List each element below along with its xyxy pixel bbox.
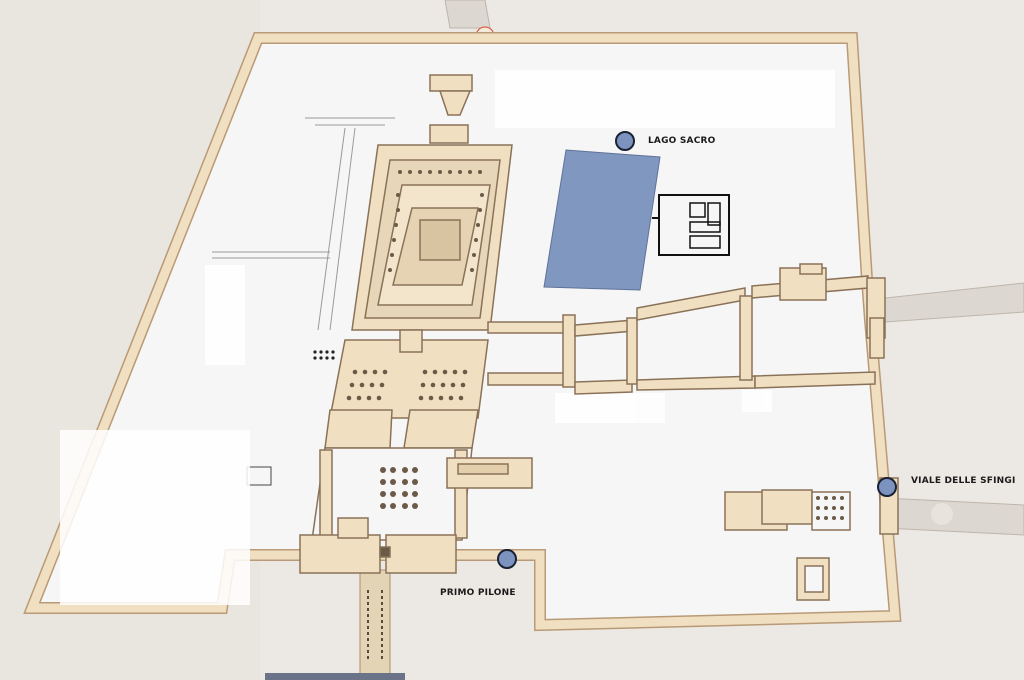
haze (60, 70, 835, 605)
primo-pilone-label: PRIMO PILONE (440, 588, 516, 598)
lago-sacro-label: LAGO SACRO (648, 136, 716, 146)
lake-building-plan (652, 194, 730, 256)
stone-markers (313, 350, 335, 360)
east-courts (487, 263, 886, 395)
south-dromos (265, 569, 405, 680)
main-temple (299, 74, 533, 574)
sacred-lake (543, 149, 661, 291)
viale-sfingi-location-dot-icon[interactable] (877, 477, 897, 497)
viale-sfingi-label: VIALE DELLE SFINGI (911, 476, 1016, 486)
primo-pilone-location-dot-icon[interactable] (497, 549, 517, 569)
foundation-outlines (212, 117, 395, 486)
enclosure-wall-inner (25, 33, 900, 630)
lago-sacro-location-dot-icon[interactable] (615, 131, 635, 151)
